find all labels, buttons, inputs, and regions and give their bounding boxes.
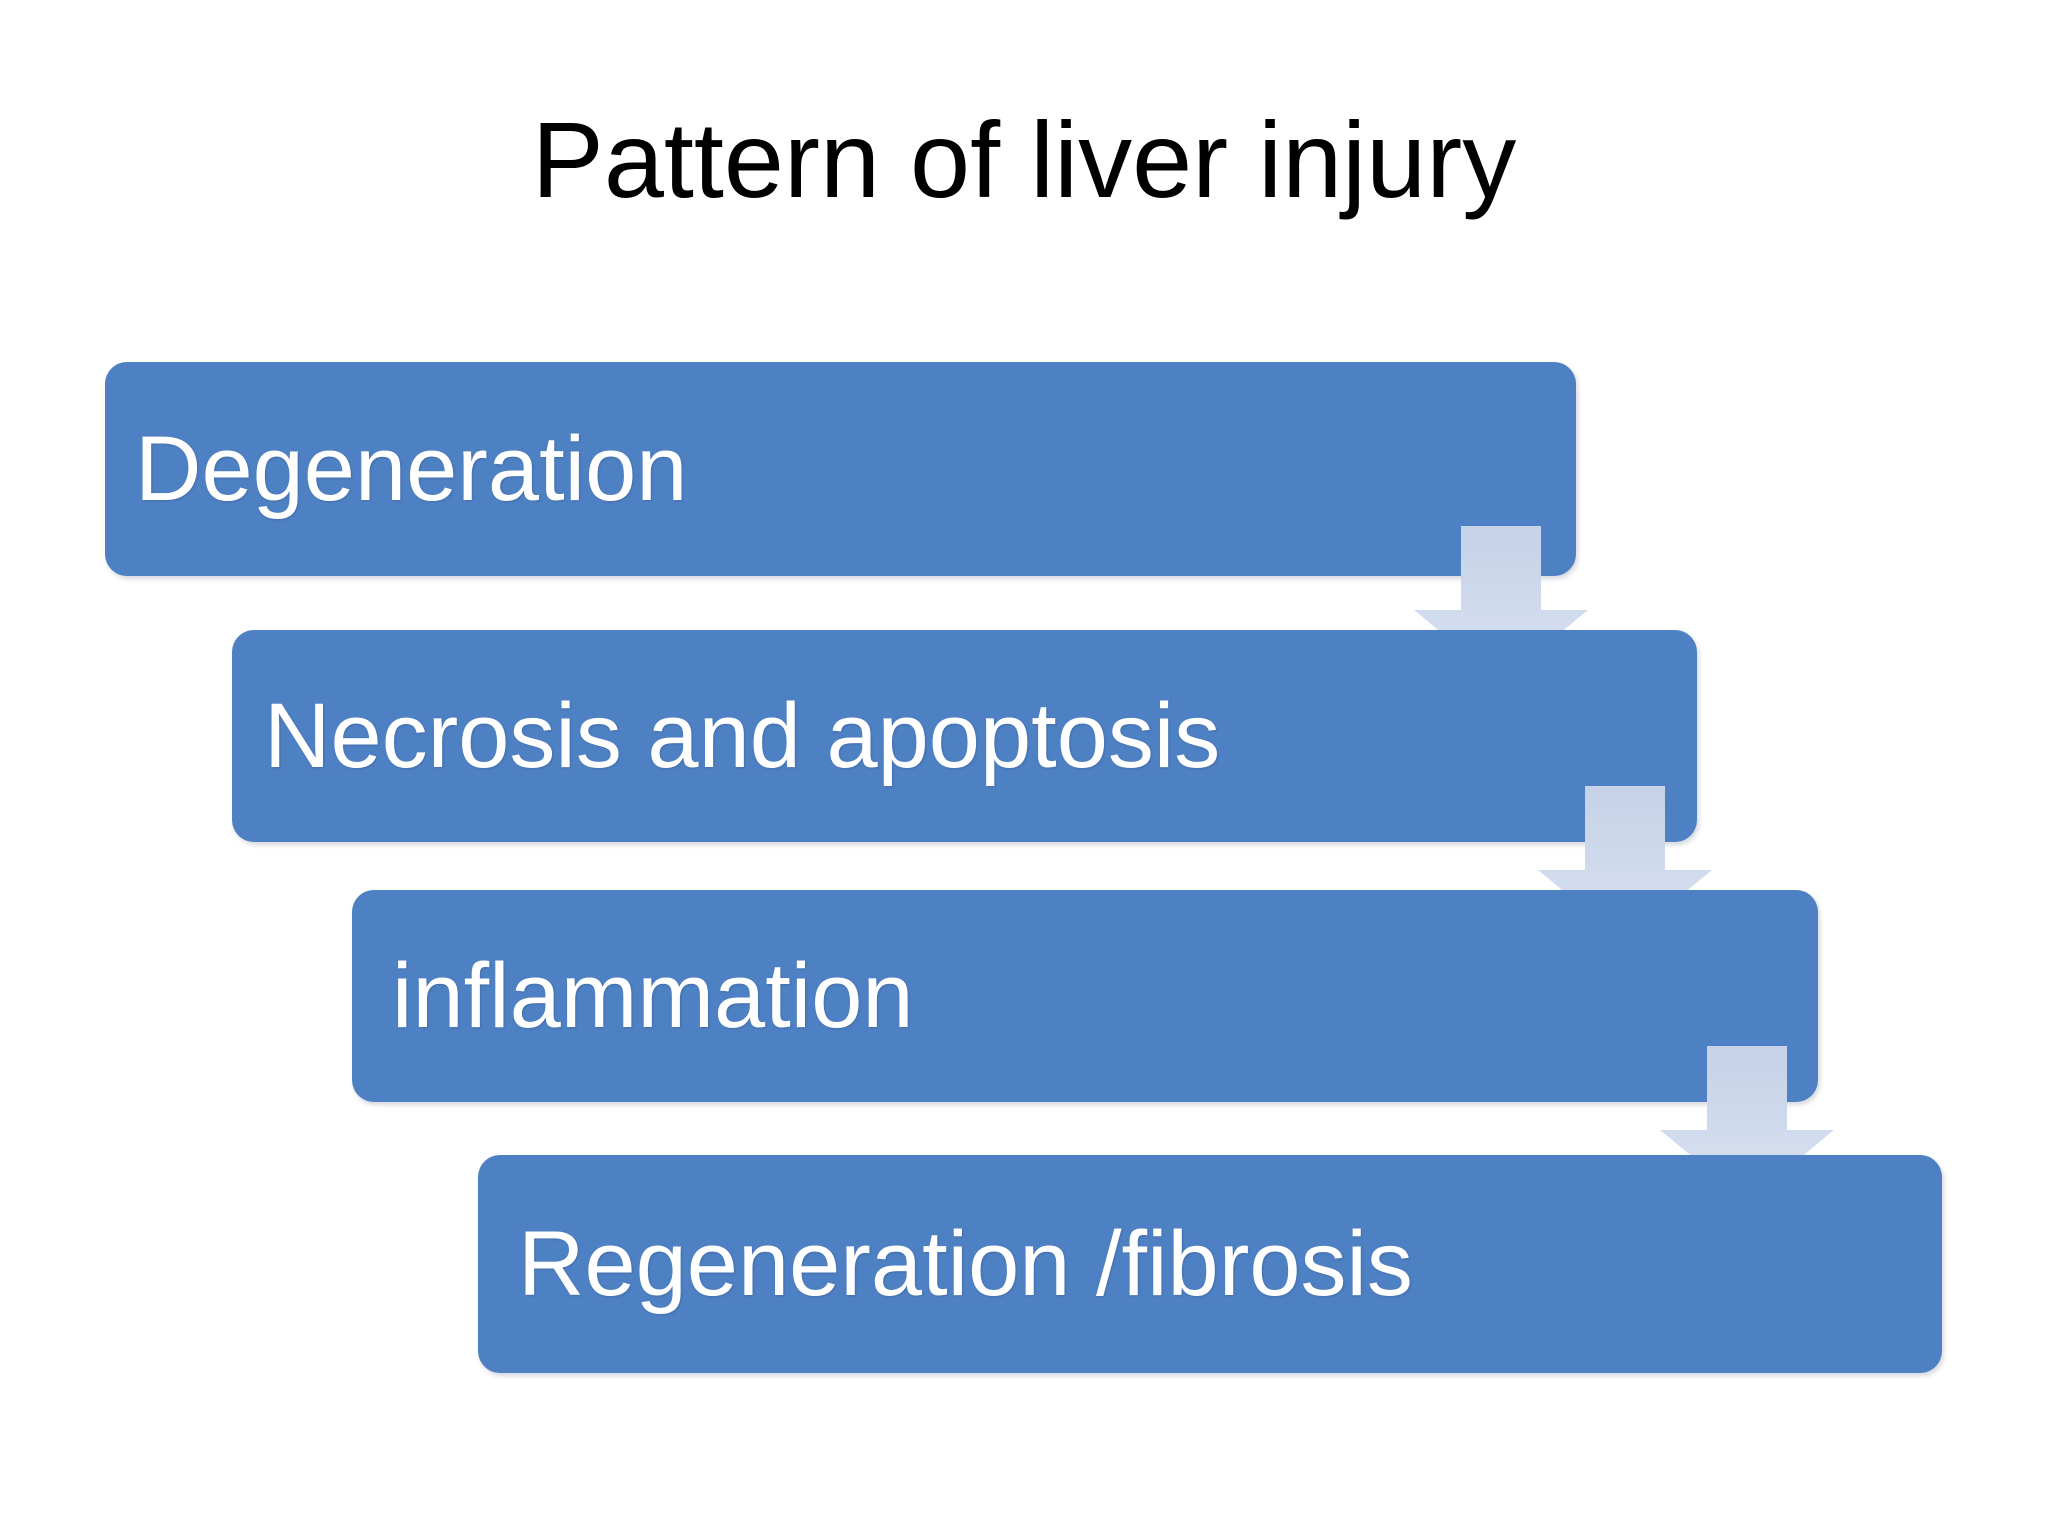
process-step-inflammation[interactable]: inflammation	[352, 890, 1818, 1102]
process-step-regeneration-fibrosis[interactable]: Regeneration /fibrosis	[478, 1155, 1942, 1373]
process-step-label: Necrosis and apoptosis	[264, 684, 1221, 787]
process-step-necrosis-and-apoptosis[interactable]: Necrosis and apoptosis	[232, 630, 1697, 842]
process-step-label: inflammation	[392, 944, 914, 1047]
process-step-label: Regeneration /fibrosis	[518, 1212, 1413, 1315]
process-step-label: Degeneration	[135, 417, 688, 520]
process-step-degeneration[interactable]: Degeneration	[105, 362, 1576, 576]
page-title: Pattern of liver injury	[531, 99, 1517, 220]
